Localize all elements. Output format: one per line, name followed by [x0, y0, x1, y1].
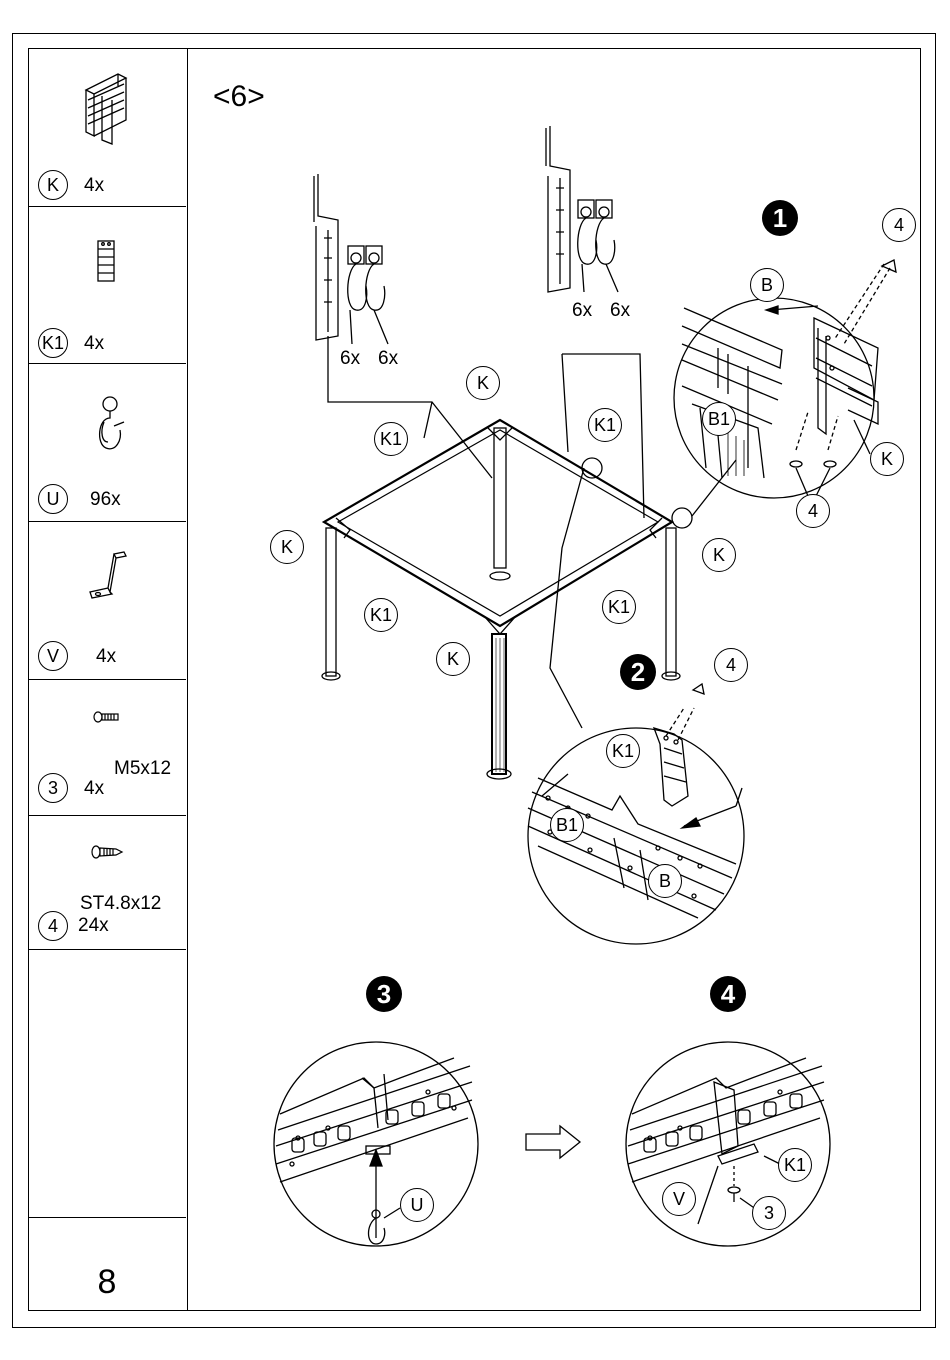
detail-label-screw: 4 [882, 208, 916, 242]
next-arrow-icon [526, 1126, 580, 1158]
part-spec: ST4.8x12 [80, 893, 161, 915]
part-id-badge: 4 [38, 911, 68, 941]
part-qty: 4x [84, 175, 104, 197]
frame-label-k1: K1 [588, 408, 622, 442]
bracket-k-icon [78, 70, 138, 150]
hook-count-label: 6x [572, 300, 592, 322]
step-badge-3: 3 [366, 976, 402, 1012]
hook-count-label: 6x [378, 348, 398, 370]
step-badge-2: 2 [620, 654, 656, 690]
part-qty: 24x [78, 915, 109, 937]
machine-screw-icon [92, 710, 122, 724]
self-tapping-screw-icon [90, 844, 124, 860]
detail-label-b1: B1 [550, 808, 584, 842]
part-qty: 4x [96, 646, 116, 668]
step-badge-1: 1 [762, 200, 798, 236]
detail-label-screw: 3 [752, 1196, 786, 1230]
detail-label-b1: B1 [702, 402, 736, 436]
part-qty: 96x [90, 489, 121, 511]
hanger-view-left [314, 174, 388, 344]
detail-label-b: B [750, 268, 784, 302]
detail-label-screw: 4 [796, 494, 830, 528]
part-id-badge: 3 [38, 773, 68, 803]
part-qty: 4x [84, 333, 104, 355]
detail-label-screw: 4 [714, 648, 748, 682]
detail-label-k1: K1 [778, 1148, 812, 1182]
frame-label-k: K [436, 642, 470, 676]
detail-label-b: B [648, 864, 682, 898]
frame-label-k1: K1 [602, 590, 636, 624]
part-id-badge: V [38, 641, 68, 671]
part-spec: M5x12 [114, 758, 171, 780]
detail-circle-4 [626, 1042, 830, 1246]
hook-count-label: 6x [610, 300, 630, 322]
hanger-view-right [546, 126, 618, 292]
bracket-v-icon [84, 548, 134, 612]
part-cell-3: M5x12 3 4x [28, 680, 186, 816]
part-cell-empty [28, 950, 186, 1218]
part-qty: 4x [84, 778, 104, 800]
assembly-step-area: <6> [188, 48, 921, 1311]
step-badge-4: 4 [710, 976, 746, 1012]
frame-label-k: K [466, 366, 500, 400]
page-number: 8 [28, 1263, 186, 1302]
frame-label-k: K [702, 538, 736, 572]
curtain-hook-icon [90, 392, 130, 456]
part-cell-u: U 96x [28, 364, 186, 522]
assembly-drawing [188, 48, 921, 1311]
frame-label-k: K [270, 530, 304, 564]
part-id-badge: K [38, 170, 68, 200]
part-cell-k: K 4x [28, 48, 186, 207]
part-cell-v: V 4x [28, 522, 186, 680]
parts-sidebar: K 4x K1 4x U 96x [28, 48, 188, 1311]
frame-label-k1: K1 [364, 598, 398, 632]
detail-circle-1 [674, 260, 896, 498]
part-id-badge: U [38, 484, 68, 514]
part-cell-4: ST4.8x12 4 24x [28, 816, 186, 950]
hook-count-label: 6x [340, 348, 360, 370]
detail-circle-3 [274, 1042, 478, 1246]
detail-label-v: V [662, 1182, 696, 1216]
frame-label-k1: K1 [374, 422, 408, 456]
bracket-k1-icon [95, 237, 119, 287]
detail-label-k: K [870, 442, 904, 476]
part-id-badge: K1 [38, 328, 68, 358]
detail-label-k1: K1 [606, 734, 640, 768]
part-cell-k1: K1 4x [28, 207, 186, 364]
detail-label-u: U [400, 1188, 434, 1222]
